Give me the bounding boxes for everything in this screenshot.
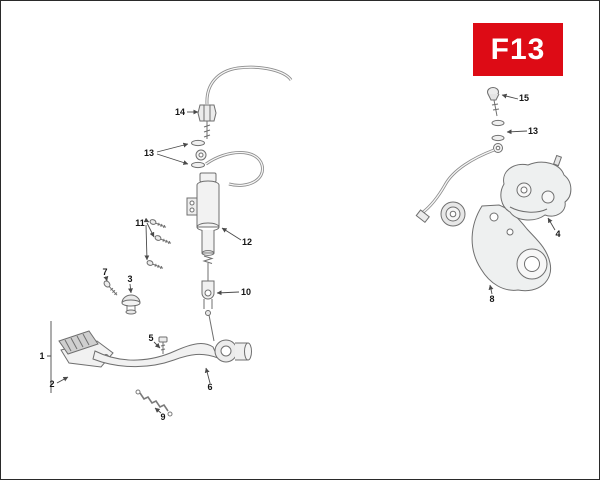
master-cylinder-assembly <box>58 65 293 417</box>
leader-10 <box>216 290 240 296</box>
hose-fitting <box>197 104 217 139</box>
mounting-screws <box>146 219 172 270</box>
caliper-bracket <box>471 204 552 292</box>
part-label-12: 12 <box>242 237 252 247</box>
caliper-assembly <box>415 87 572 292</box>
leader-11-c <box>144 224 150 261</box>
rubber-grommet <box>121 294 141 315</box>
sealing-washers-right <box>491 119 505 153</box>
leader-12 <box>221 227 242 241</box>
brake-caliper <box>500 154 572 221</box>
part-label-6: 6 <box>207 382 212 392</box>
leader-4 <box>547 217 556 231</box>
leader-9 <box>154 407 162 414</box>
page-code: F13 <box>490 32 546 66</box>
brake-hose-lower <box>205 151 264 187</box>
banjo-bolt <box>487 87 500 117</box>
leader-11-b <box>146 222 155 238</box>
part-label-3: 3 <box>127 274 132 284</box>
leader-8 <box>488 284 494 295</box>
leader-13-right <box>506 129 528 135</box>
leader-1 <box>47 321 52 393</box>
pivot-screw <box>103 280 118 296</box>
part-label-2: 2 <box>49 379 54 389</box>
leader-3 <box>128 283 133 294</box>
part-label-4: 4 <box>555 229 560 239</box>
part-label-11: 11 <box>135 218 145 228</box>
brake-hose-upper <box>205 65 293 105</box>
leader-13-left-a <box>156 142 189 153</box>
leader-13-left-b <box>156 153 189 165</box>
part-label-10: 10 <box>241 287 251 297</box>
master-cylinder-body <box>186 172 220 264</box>
leader-2 <box>56 376 69 384</box>
pedal-bolt <box>158 336 168 354</box>
leader-11-a <box>143 217 150 223</box>
sealing-washers-left <box>191 139 207 169</box>
leader-lines <box>47 93 556 414</box>
brake-pedal <box>92 339 252 368</box>
axle-boss <box>440 201 466 227</box>
return-spring <box>135 389 173 417</box>
page-code-box: F13 <box>473 23 563 76</box>
pushrod-clevis <box>201 263 215 342</box>
part-label-5: 5 <box>148 333 153 343</box>
part-label-9: 9 <box>160 412 165 422</box>
caliper-hose <box>415 148 495 224</box>
part-label-8: 8 <box>489 294 494 304</box>
part-label-13-right: 13 <box>528 126 538 136</box>
part-labels: 14 13 11 12 10 7 3 1 2 5 6 9 15 13 4 8 <box>39 93 560 422</box>
leader-6 <box>204 367 211 384</box>
leader-15 <box>501 93 519 100</box>
part-label-7: 7 <box>102 267 107 277</box>
part-label-15: 15 <box>519 93 529 103</box>
part-label-14: 14 <box>175 107 185 117</box>
leader-7 <box>103 275 109 282</box>
part-label-13-left: 13 <box>144 148 154 158</box>
part-label-1: 1 <box>39 351 44 361</box>
leader-5 <box>153 341 161 349</box>
